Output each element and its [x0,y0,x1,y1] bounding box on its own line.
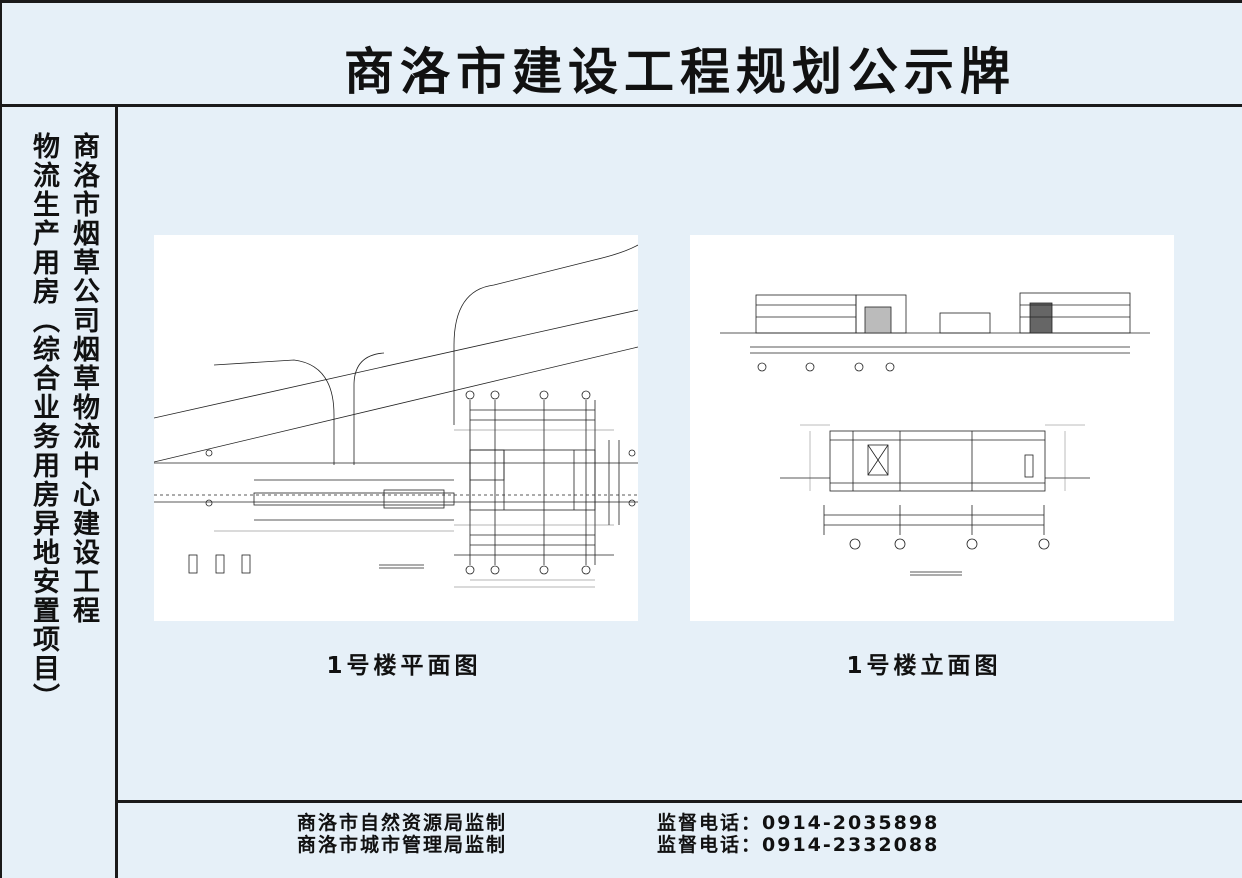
elevation-linework [720,292,1150,576]
title-divider [0,104,1242,107]
board-title: 商洛市建设工程规划公示牌 [344,43,1016,101]
elevation-drawing [690,235,1174,621]
floor-plan-linework [154,244,638,588]
supervisor-urban-management: 商洛市城市管理局监制 [297,834,508,856]
supervisor-natural-resources: 商洛市自然资源局监制 [297,812,508,834]
footer-divider [115,800,1242,803]
floor-plan-caption: 1号楼平面图 [326,653,482,679]
hotline-2: 监督电话：0914-2332088 [657,834,940,856]
left-border [0,0,2,878]
hotline-1: 监督电话：0914-2035898 [657,812,940,834]
top-border [0,0,1242,3]
elevation-caption: 1号楼立面图 [846,653,1002,679]
floor-plan-drawing [154,235,638,621]
project-name-line-1: 商洛市烟草公司烟草物流中心建设工程 [68,132,99,625]
left-column-divider [115,104,118,878]
project-name-line-2: 物流生产用房（综合业务用房异地安置项目） [28,132,59,712]
